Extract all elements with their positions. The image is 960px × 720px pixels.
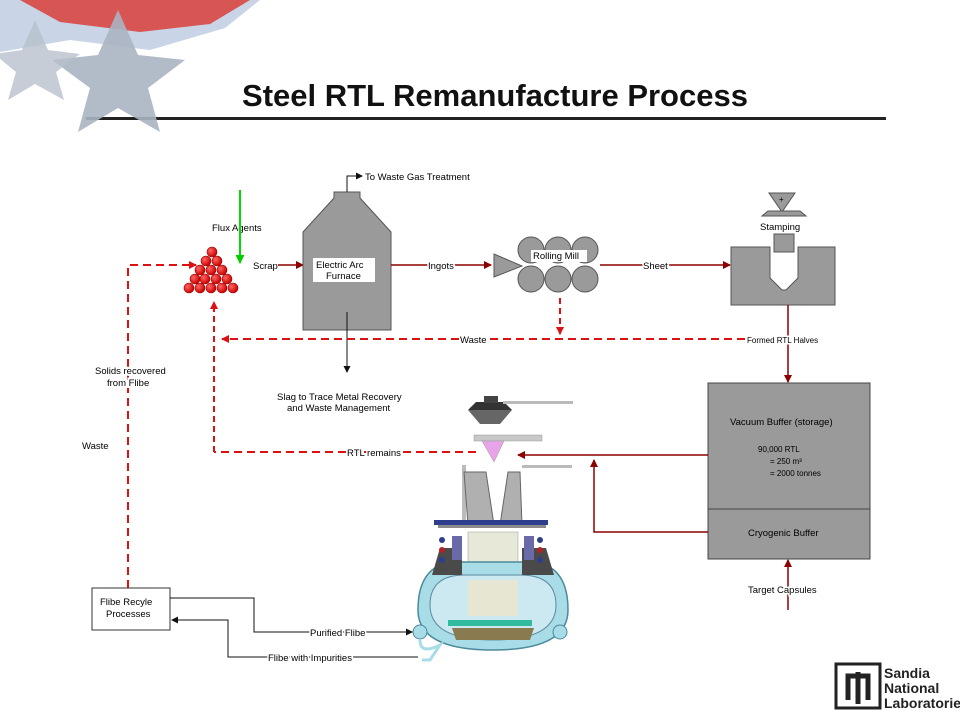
injector-assembly [462,396,573,525]
slide-title: Steel RTL Remanufacture Process [242,78,748,113]
cryogenic-buffer [707,508,871,560]
flux-agents-label: Flux Agents [212,223,262,234]
slag-label-line2: and Waste Management [287,403,391,414]
rolling-mill-label: Rolling Mill [533,251,579,262]
solids-label-line2: from Flibe [107,378,149,389]
eaf-label-line1: Electric Arc [316,260,364,271]
eaf-label-box [313,258,375,282]
rolling-mill [493,236,599,293]
sheet-label: Sheet [643,261,668,272]
waste-left-label: Waste [82,441,109,452]
flibe-impurities-line [171,616,418,658]
flibe-recycle-box [91,587,171,631]
target-capsules-label: Target Capsules [748,585,817,596]
rtl-remains-label: RTL remains [347,448,401,459]
reaction-chamber [412,471,569,662]
stamping-label: Stamping [760,222,800,233]
sandia-logo: Sandia National Laboratories [834,662,960,711]
flibe-impurities-label: Flibe with Impurities [268,653,352,664]
logo-line2: National [884,680,939,696]
cryo-to-chamber-line [590,459,708,533]
vb-stat2: = 250 m³ [770,457,802,466]
scrap-pile-icon [183,246,239,294]
svg-text:+: + [779,195,784,204]
logo-line1: Sandia [884,665,930,681]
eaf-label-line2: Furnace [326,271,361,282]
flibe-label-line1: Flibe Recyle [100,597,152,608]
waste-mid-label: Waste [460,335,487,346]
waste-gas-arrow [346,172,363,192]
vacuum-buffer-label: Vacuum Buffer (storage) [730,417,833,428]
waste-gas-label: To Waste Gas Treatment [365,172,470,183]
cryogenic-label: Cryogenic Buffer [748,528,819,539]
vacuum-buffer [707,382,871,510]
formed-rtl-label: Formed RTL Halves [747,336,818,345]
flibe-solids-return-line [127,261,197,588]
stamping-press: + [730,192,836,306]
title-underline [86,117,886,120]
purified-flibe-label: Purified Flibe [310,628,365,639]
scrap-label: Scrap [253,261,278,272]
logo-line3: Laboratories [884,695,960,711]
vb-stat1: 90,000 RTL [758,445,800,454]
purified-flibe-line [170,597,413,636]
corner-star-decoration [0,0,260,132]
ingots-label: Ingots [428,261,454,272]
flibe-label-line2: Processes [106,609,151,620]
vb-stat3: = 2000 tonnes [770,469,821,478]
slag-label-line1: Slag to Trace Metal Recovery [277,392,402,403]
solids-label-line1: Solids recovered [95,366,166,377]
